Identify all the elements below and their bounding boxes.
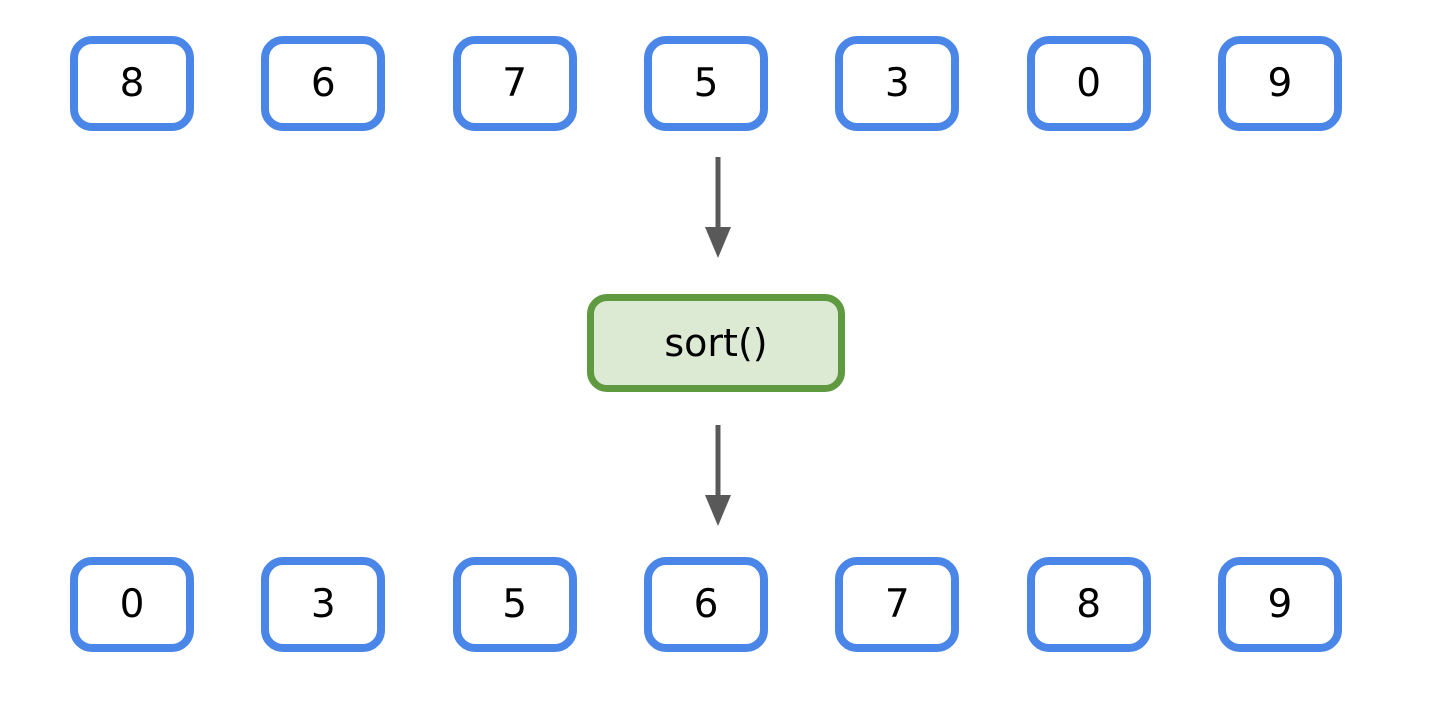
cell-value: 7 bbox=[884, 582, 910, 627]
cell-value: 9 bbox=[1267, 582, 1293, 627]
cell-value: 6 bbox=[310, 61, 336, 106]
array-cell: 3 bbox=[261, 557, 386, 652]
cell-value: 8 bbox=[1076, 582, 1102, 627]
sort-operation-box: sort() bbox=[587, 294, 845, 392]
array-cell: 6 bbox=[643, 557, 768, 652]
cell-value: 9 bbox=[1267, 61, 1293, 106]
cell-value: 8 bbox=[119, 61, 145, 106]
array-cell: 7 bbox=[452, 36, 577, 131]
cell-value: 5 bbox=[693, 61, 719, 106]
input-array-row: 8 6 7 5 3 0 9 bbox=[70, 36, 1342, 131]
array-cell: 0 bbox=[70, 557, 194, 652]
array-cell: 6 bbox=[261, 36, 386, 131]
array-cell: 7 bbox=[835, 557, 960, 652]
array-cell: 8 bbox=[70, 36, 194, 131]
array-cell: 9 bbox=[1217, 36, 1342, 131]
down-arrow-icon bbox=[705, 425, 731, 526]
cell-value: 0 bbox=[119, 582, 145, 627]
cell-value: 3 bbox=[884, 61, 910, 106]
cell-value: 3 bbox=[310, 582, 336, 627]
array-cell: 3 bbox=[835, 36, 960, 131]
down-arrow-icon bbox=[705, 157, 731, 258]
cell-value: 6 bbox=[693, 582, 719, 627]
array-cell: 8 bbox=[1026, 557, 1151, 652]
array-cell: 0 bbox=[1026, 36, 1151, 131]
array-cell: 9 bbox=[1217, 557, 1342, 652]
cell-value: 5 bbox=[502, 582, 528, 627]
cell-value: 7 bbox=[502, 61, 528, 106]
output-array-row: 0 3 5 6 7 8 9 bbox=[70, 557, 1342, 652]
cell-value: 0 bbox=[1076, 61, 1102, 106]
operation-label: sort() bbox=[664, 321, 768, 365]
array-cell: 5 bbox=[452, 557, 577, 652]
array-cell: 5 bbox=[643, 36, 768, 131]
